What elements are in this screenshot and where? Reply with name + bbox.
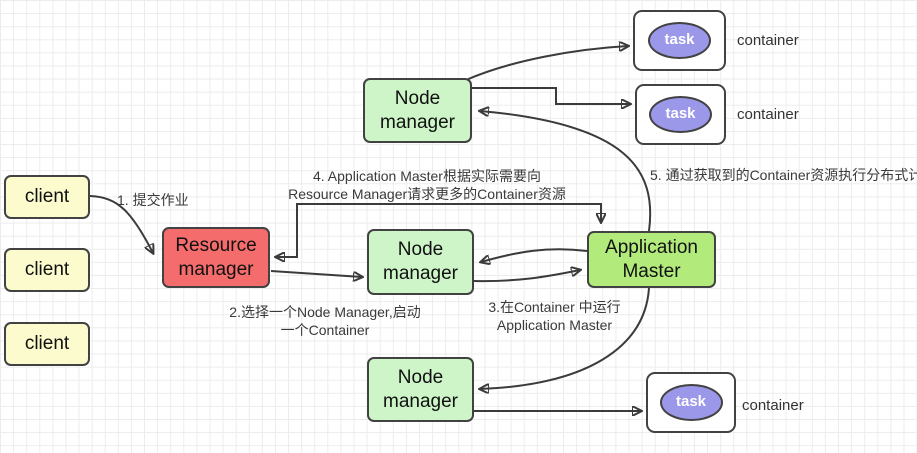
task-3-label: task — [675, 393, 707, 411]
container-box-3: task — [646, 372, 736, 433]
node-node-manager-top-label: Node manager — [380, 87, 455, 133]
arrow-node-manager-top-to-container-1 — [465, 46, 628, 81]
node-resource-manager-label: Resource manager — [175, 234, 257, 280]
annotation-step-3: 3.在Container 中运行 Application Master — [482, 298, 627, 334]
annotation-step-3-line-1: 3.在Container 中运行 — [488, 299, 621, 315]
node-application-master-label: Application Master — [605, 236, 698, 282]
task-oval-2: task — [649, 96, 712, 133]
node-client-3: client — [4, 322, 90, 366]
task-2-label: task — [665, 105, 696, 123]
arrow-application-master-to-node-manager-middle — [481, 248, 588, 262]
node-client-2: client — [4, 248, 90, 292]
node-resource-manager: Resource manager — [162, 227, 270, 288]
task-1-label: task — [664, 31, 695, 49]
annotation-step-5: 5. 通过获取到的Container资源执行分布式计算 — [650, 167, 917, 183]
node-node-manager-bottom: Node manager — [367, 357, 474, 422]
annotation-step-2-line-1: 2.选择一个Node Manager,启动 — [229, 304, 421, 320]
node-client-3-label: client — [24, 333, 70, 355]
container-label-2: container — [737, 106, 799, 123]
container-label-3: container — [742, 397, 804, 414]
annotation-step-2-line-2: 一个Container — [280, 322, 370, 339]
annotation-step-4-line-2: Resource Manager请求更多的Container资源 — [288, 186, 566, 203]
node-node-manager-top: Node manager — [363, 78, 472, 143]
container-box-1: task — [633, 10, 726, 71]
annotation-step-3-line-2: Application Master — [496, 317, 613, 334]
task-oval-1: task — [648, 22, 711, 59]
node-client-1-label: client — [24, 186, 70, 208]
annotation-step-2: 2.选择一个Node Manager,启动 一个Container — [225, 303, 425, 339]
annotation-step-4: 4. Application Master根据实际需要向 Resource Ma… — [277, 167, 577, 203]
container-box-2: task — [635, 84, 726, 145]
arrow-node-manager-middle-to-application-master — [473, 270, 580, 283]
container-label-1: container — [737, 32, 799, 49]
arrow-resource-manager-to-node-manager-middle — [270, 270, 362, 277]
annotation-step-4-line-1: 4. Application Master根据实际需要向 — [313, 168, 541, 184]
node-node-manager-middle-label: Node manager — [383, 239, 458, 284]
node-application-master: Application Master — [587, 231, 716, 288]
node-client-2-label: client — [24, 259, 70, 281]
node-client-1: client — [4, 175, 90, 219]
annotation-step-1: 1. 提交作业 — [117, 192, 189, 208]
task-oval-3: task — [659, 384, 723, 421]
arrow-node-manager-top-to-container-2 — [472, 87, 630, 104]
node-node-manager-middle: Node manager — [367, 229, 474, 295]
node-node-manager-bottom-label: Node manager — [383, 366, 458, 412]
